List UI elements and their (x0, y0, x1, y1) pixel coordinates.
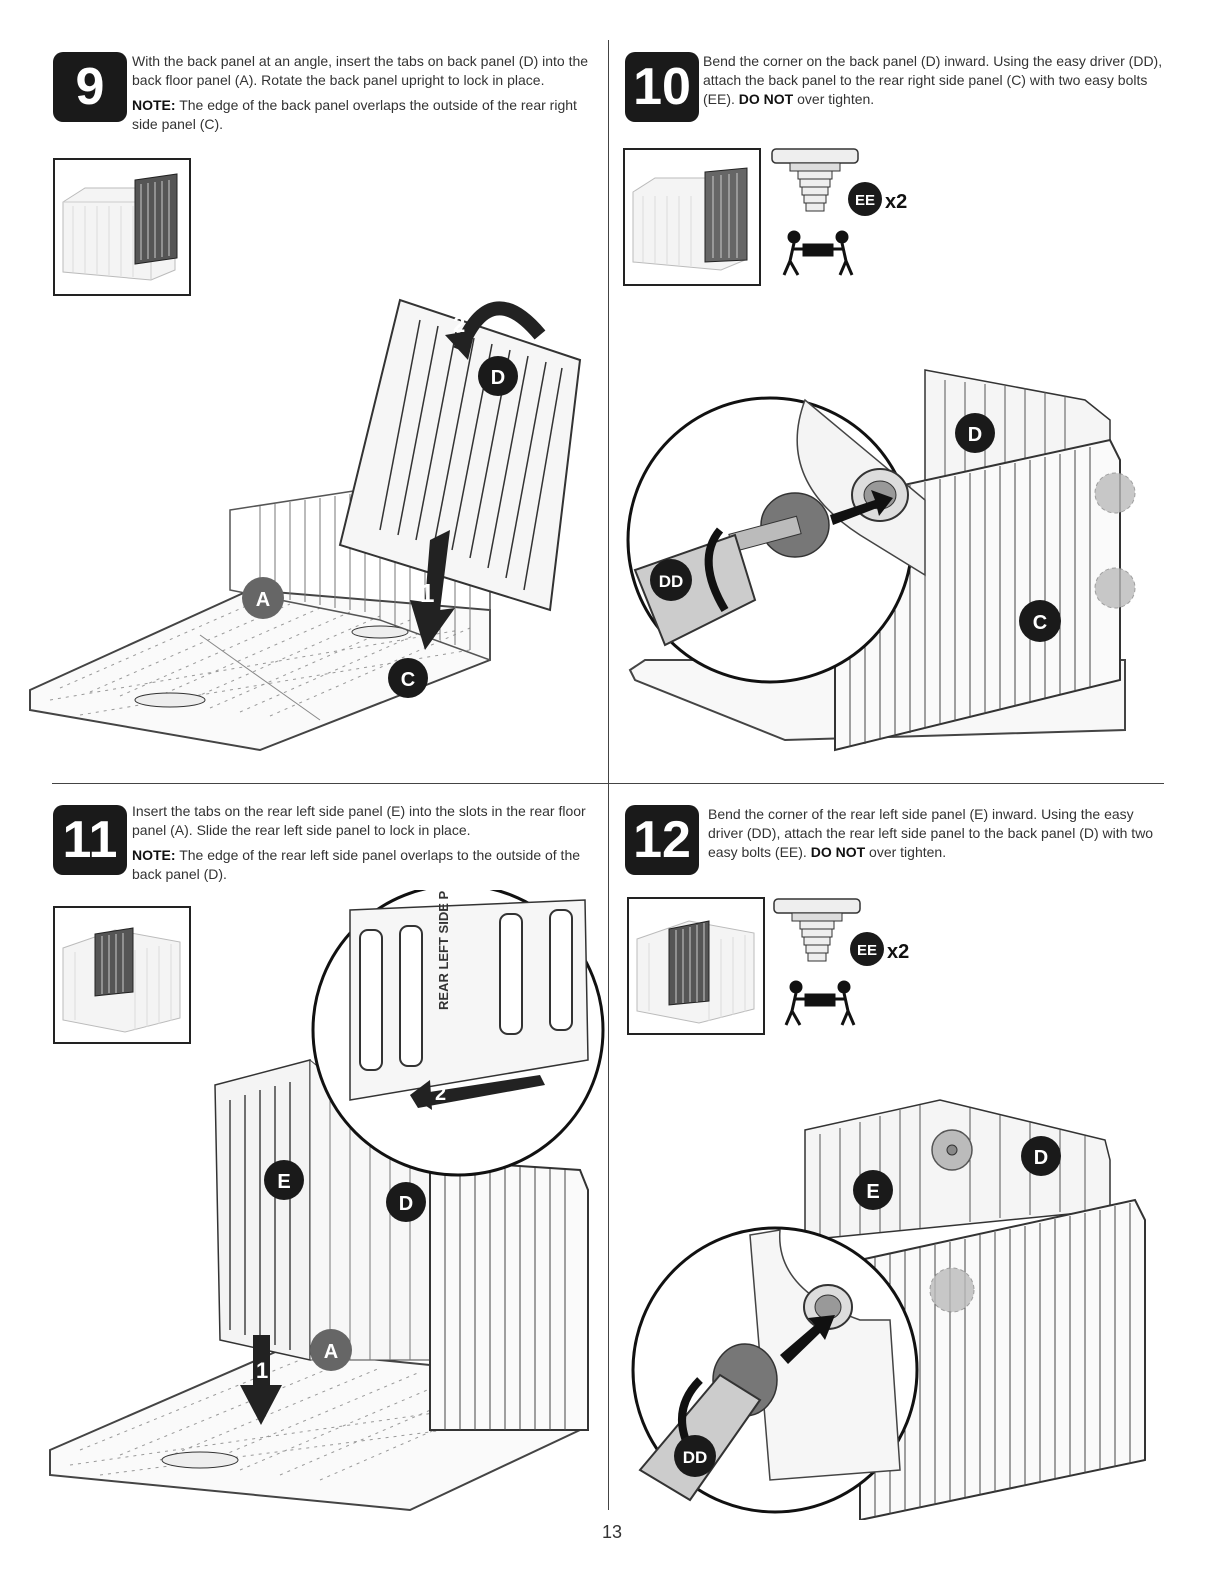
step-10-illustration: DD D C (625, 360, 1165, 760)
step-9-callout-c: C (401, 669, 415, 691)
step-11-shed-thumbnail (53, 906, 191, 1044)
step-9-note: NOTE: The edge of the back panel overlap… (132, 96, 590, 134)
step-12-callout-d: D (1034, 1147, 1048, 1169)
step-12-instructions: Bend the corner of the rear left side pa… (708, 805, 1164, 868)
step-9-arrow-2-label: 2 (453, 312, 465, 337)
step-12-quantity: x2 (887, 941, 909, 963)
step-10-number: 10 (633, 58, 691, 116)
step-10-callout-c: C (1033, 612, 1047, 634)
step-9-instructions: With the back panel at an angle, insert … (132, 52, 590, 140)
two-person-icon (784, 980, 856, 1026)
easy-bolt-icon (773, 898, 861, 962)
step-11-instructions: Insert the tabs on the rear left side pa… (132, 802, 592, 890)
step-12-badge: 12 (625, 805, 699, 875)
step-9-shed-thumbnail (53, 158, 191, 296)
step-9-illustration: 1 2 D A C (20, 280, 600, 760)
step-9-arrow-1-label: 1 (420, 578, 434, 608)
row-divider (52, 783, 1164, 784)
step-10-quantity: x2 (885, 191, 907, 213)
step-11-note-text: The edge of the rear left side panel ove… (132, 847, 581, 882)
step-10-instructions: Bend the corner on the back panel (D) in… (703, 52, 1163, 115)
column-divider (608, 40, 609, 1510)
shed-thumbnail-icon (62, 927, 181, 1033)
page-number: 13 (601, 1522, 623, 1542)
step-10-instruction: Bend the corner on the back panel (D) in… (703, 52, 1163, 109)
step-11-badge: 11 (53, 805, 127, 875)
shed-thumbnail-icon (62, 173, 178, 281)
easy-bolt-icon (771, 148, 859, 212)
step-11-illustration: 1 REAR LEFT SIDE P 2 E D A (40, 883, 610, 1520)
step-9-number: 9 (75, 58, 105, 116)
step-9-badge: 9 (53, 52, 127, 122)
step-11-callout-e: E (277, 1171, 290, 1193)
step-11-arrow-2-label: 2 (435, 1083, 446, 1105)
step-11-arrow-1-label: 1 (256, 1358, 268, 1383)
step-11-callout-d: D (399, 1193, 413, 1215)
step-12-instruction: Bend the corner of the rear left side pa… (708, 805, 1164, 862)
step-12-instruction-text: Bend the corner of the rear left side pa… (708, 806, 1154, 860)
step-10-callout-dd: DD (659, 572, 684, 591)
step-12-instruction-end: over tighten. (865, 844, 947, 860)
step-11-number: 11 (62, 811, 118, 869)
step-12-number: 12 (633, 811, 691, 869)
step-11-panel-stamp: REAR LEFT SIDE P (436, 890, 451, 1010)
step-10-part-label: EE (855, 192, 875, 209)
step-12-do-not: DO NOT (810, 844, 866, 860)
step-12-parts: EE x2 (772, 895, 922, 1035)
step-10-parts: EE x2 (770, 145, 920, 285)
step-11-instruction: Insert the tabs on the rear left side pa… (132, 803, 586, 838)
step-9-callout-a: A (256, 589, 270, 611)
step-11-callout-a: A (324, 1341, 338, 1363)
shed-thumbnail-icon (632, 167, 748, 271)
step-12-shed-thumbnail (627, 897, 765, 1035)
step-10-instruction-text: Bend the corner on the back panel (D) in… (703, 53, 1163, 107)
step-12-callout-e: E (866, 1181, 879, 1203)
step-10-callout-d: D (968, 424, 982, 446)
step-9-note-text: The edge of the back panel overlaps the … (132, 97, 577, 132)
two-person-icon (782, 230, 854, 276)
step-9-note-label: NOTE: (132, 97, 176, 113)
step-12-callout-dd: DD (683, 1448, 708, 1467)
step-12-part-label: EE (857, 942, 877, 959)
step-11-note-label: NOTE: (132, 847, 176, 863)
step-9-callout-d: D (491, 367, 505, 389)
step-10-instruction-end: over tighten. (793, 91, 875, 107)
shed-thumbnail-icon (636, 920, 755, 1024)
step-12-illustration: DD E D (630, 1090, 1160, 1522)
step-10-badge: 10 (625, 52, 699, 122)
step-9-instruction: With the back panel at an angle, insert … (132, 53, 589, 88)
step-11-note: NOTE: The edge of the rear left side pan… (132, 846, 592, 884)
step-10-shed-thumbnail (623, 148, 761, 286)
step-10-do-not: DO NOT (738, 91, 794, 107)
